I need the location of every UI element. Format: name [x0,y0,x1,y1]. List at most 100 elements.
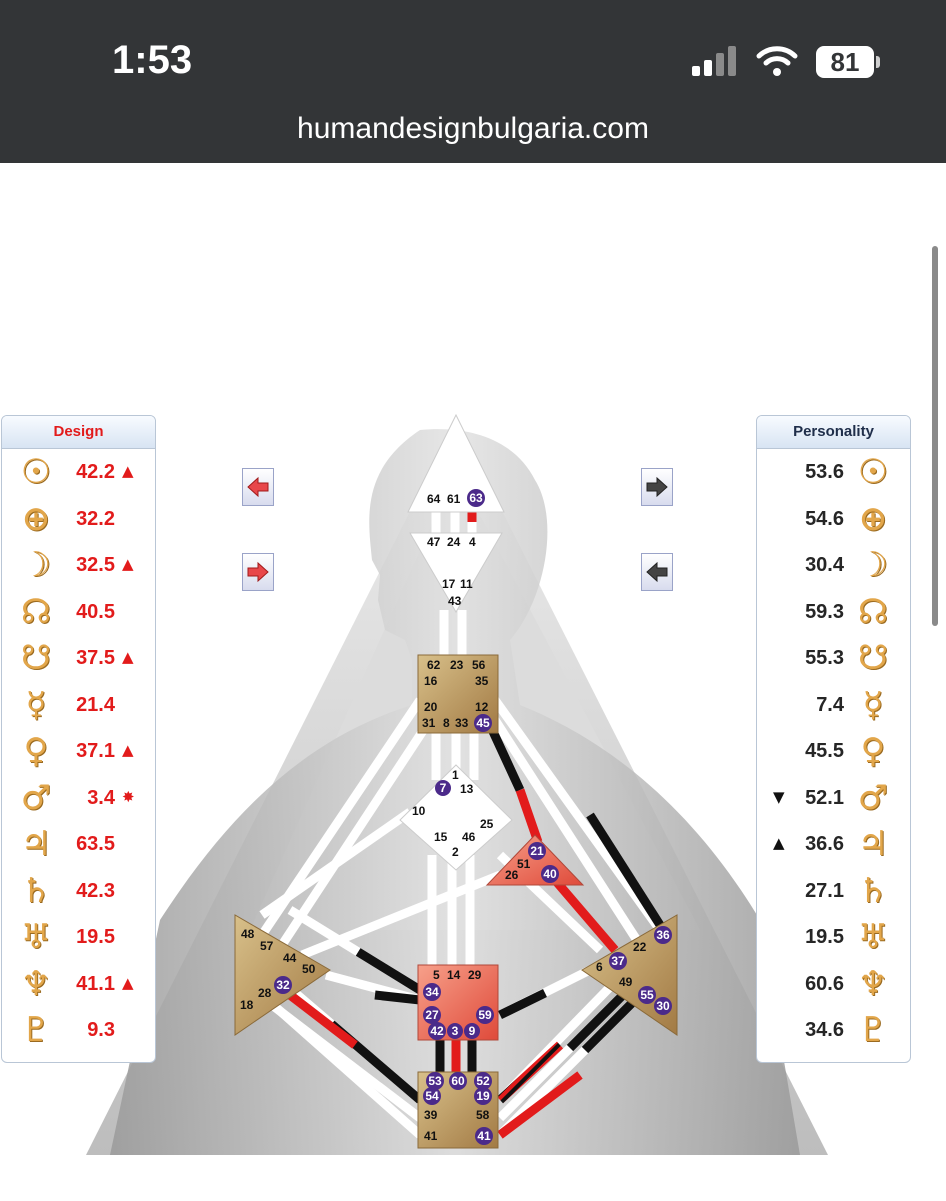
gate-54-active: 54 [423,1087,441,1105]
gate-8: 8 [443,716,450,730]
design-value-south-node: 37.5 [76,647,115,669]
sun-icon: ☉ [20,452,52,492]
svg-text:3: 3 [452,1024,459,1038]
gate-31: 31 [422,716,436,730]
design-value-mars: 3.4 [87,786,115,809]
gate-25: 25 [480,817,494,831]
personality-row-saturn: ♄27.1 [757,869,910,915]
pluto-icon: ♇ [857,1010,889,1050]
address-bar-url[interactable]: humandesignbulgaria.com [297,112,649,145]
personality-row-neptune: ♆ 60.6 [757,962,910,1008]
design-row-uranus: ♅19.5 [2,915,155,961]
design-mark-neptune: ▲ [122,973,134,992]
gate-34-active: 34 [423,983,441,1001]
svg-text:34: 34 [425,985,439,999]
design-next-button[interactable] [242,553,274,591]
design-row-venus: ♀37.1▲ [2,729,155,775]
personality-value-neptune: 60.6 [805,972,844,995]
gate-57: 57 [260,939,274,953]
gate-38: 39 [424,1108,438,1122]
gate-27-active: 27 [423,1006,441,1024]
personality-value-moon: 30.4 [805,554,844,576]
personality-row-uranus: ♅19.5 [757,915,910,961]
svg-text:9: 9 [469,1024,476,1038]
design-value-mercury: 21.4 [76,693,115,716]
north-node-icon: ☊ [20,591,52,632]
personality-value-earth: 54.6 [805,507,844,530]
design-value-neptune: 41.1 [76,972,115,995]
page-scrollbar[interactable] [932,246,938,626]
design-mark-south-node: ▲ [122,648,134,666]
mars-icon: ♂ [857,777,889,818]
gate-63-active: 63 [467,489,485,507]
gate-43: 43 [448,594,462,608]
gate-33: 33 [455,716,469,730]
arrow-left-icon [646,561,668,583]
personality-next-button[interactable] [641,468,673,506]
svg-text:45: 45 [476,716,490,730]
personality-row-jupiter: ♃36.6▲ [757,822,910,868]
gate-61: 61 [447,492,461,506]
uranus-icon: ♅ [857,917,889,957]
battery-tip [876,56,880,68]
wifi-icon [756,44,798,83]
design-mark-sun: ▲ [122,462,134,480]
design-row-north-node: ☊40.5 [2,590,155,636]
arrow-left-icon [247,476,269,498]
south-node-icon: ☋ [857,638,889,678]
design-prev-button[interactable] [242,468,274,506]
svg-text:55: 55 [640,988,654,1002]
svg-text:54: 54 [425,1089,439,1103]
svg-text:27: 27 [425,1008,439,1022]
gate-14: 14 [447,968,461,982]
mercury-icon: ☿ [25,684,47,725]
spleen-center [234,914,331,1036]
gate-13: 13 [460,782,474,796]
personality-value-venus: 45.5 [805,740,844,762]
battery-indicator: 81 [816,46,874,78]
design-mark-moon: ▲ [122,555,134,573]
earth-icon: ⊕ [21,498,51,539]
venus-icon: ♀ [23,731,49,771]
personality-value-saturn: 27.1 [805,879,844,902]
gate-37-active: 37 [609,952,627,970]
gate-11: 11 [460,577,473,591]
personality-row-north-node: ☊59.3 [757,590,910,636]
gate-23: 23 [450,658,464,672]
design-value-jupiter: 63.5 [76,833,115,855]
personality-row-venus: ♀45.5 [757,729,910,775]
gate-24: 24 [447,535,461,549]
solar-plexus-center [581,914,678,1036]
design-value-sun: 42.2 [76,461,115,483]
gate-40-active: 40 [541,865,559,883]
head-center [407,413,505,513]
personality-row-pluto: ♇34.6 [757,1008,910,1054]
design-row-saturn: ♄42.3 [2,869,155,915]
personality-row-south-node: ☋55.3 [757,636,910,682]
gate-26: 26 [505,868,519,882]
design-value-moon: 32.5 [76,554,115,576]
gate-35: 35 [475,674,489,688]
neptune-icon: ♆ [857,963,889,1004]
gate-50: 50 [302,962,316,976]
mercury-icon: ☿ [862,684,884,725]
design-row-neptune: ♆41.1▲ [2,962,155,1008]
personality-value-jupiter: 36.6 [805,833,844,855]
gate-46: 46 [462,830,476,844]
south-node-icon: ☋ [20,638,52,678]
moon-icon: ☽ [20,545,52,585]
design-row-jupiter: ♃63.5 [2,822,155,868]
svg-text:53: 53 [428,1074,442,1088]
svg-text:7: 7 [440,781,447,795]
personality-panel-title: Personality [757,416,910,449]
personality-mark-mars: ▼ [773,787,785,806]
gate-64: 64 [427,492,441,506]
personality-value-mars: 52.1 [805,786,844,809]
gate-56: 56 [472,658,486,672]
svg-text:59: 59 [478,1008,492,1022]
gate-12: 12 [475,700,489,714]
jupiter-icon: ♃ [857,824,889,864]
personality-prev-button[interactable] [641,553,673,591]
gate-36-active: 36 [654,926,672,944]
personality-row-mercury: ☿7.4 [757,683,910,729]
